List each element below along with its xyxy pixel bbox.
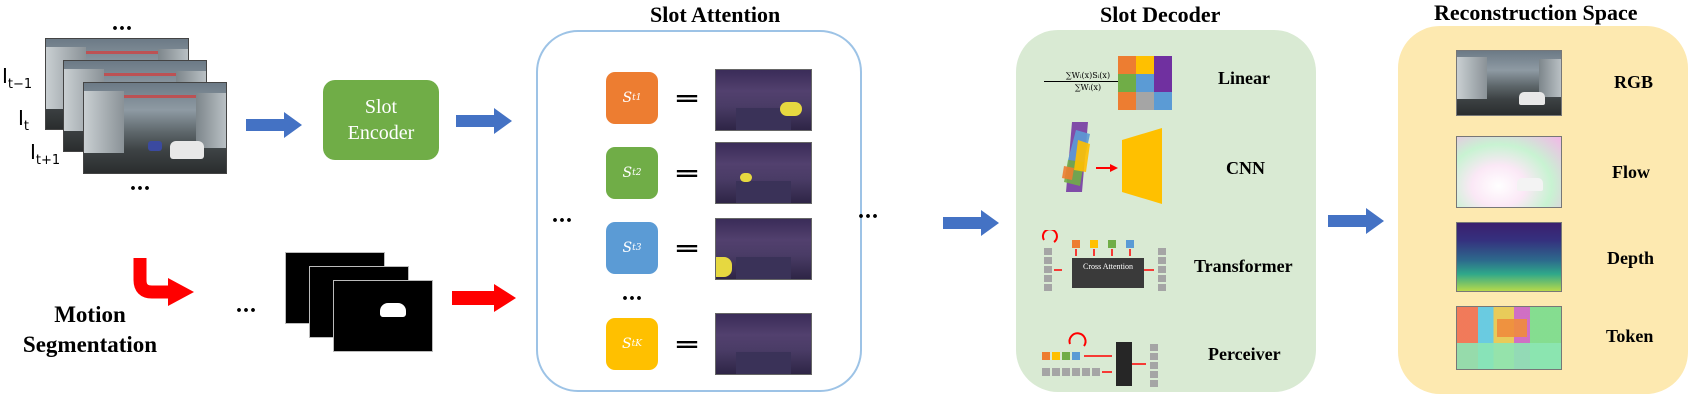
reconstruction-depth-image xyxy=(1456,222,1562,292)
arrow-to-encoder xyxy=(246,112,302,138)
frame-stack xyxy=(45,38,227,174)
reconstruction-label-token: Token xyxy=(1606,326,1654,346)
arrow-to-reconstruction xyxy=(1328,208,1384,234)
slot-1-mask xyxy=(715,69,812,131)
slot-2-eq: == xyxy=(676,161,698,185)
motion-mask-3 xyxy=(333,280,433,352)
reconstruction-label-rgb: RGB xyxy=(1614,72,1654,92)
frame-label-t-plus-1: It+1 xyxy=(30,140,61,168)
motion-segmentation-label: Motion Segmentation xyxy=(12,300,168,360)
decoder-label-transformer: Transformer xyxy=(1194,256,1293,276)
reconstruction-label-depth: Depth xyxy=(1607,248,1655,268)
slot-1-eq: == xyxy=(676,86,698,110)
frames-bottom-ellipsis: ... xyxy=(130,170,151,196)
linear-grid xyxy=(1118,56,1172,110)
reconstruction-title: Reconstruction Space xyxy=(1434,0,1638,25)
arrow-to-decoder xyxy=(943,210,999,236)
perceiver-diagram xyxy=(1042,332,1158,387)
frame-label-t-minus-1: It−1 xyxy=(2,64,33,92)
motion-label-line2: Segmentation xyxy=(22,332,158,357)
linear-formula: ∑Wᵢ(x)Sᵢ(x) ∑Wᵢ(x) xyxy=(1044,70,1132,93)
mask-ellipsis: ... xyxy=(236,292,257,318)
slot-attention-mid-ellipsis: ... xyxy=(622,280,643,306)
frame-t-plus-1 xyxy=(83,82,227,174)
decoder-label-perceiver: Perceiver xyxy=(1208,344,1281,364)
reconstruction-token-image xyxy=(1456,306,1562,370)
frames-top-ellipsis: ... xyxy=(112,10,133,36)
cross-attention-label: Cross Attention xyxy=(1082,262,1133,271)
slot-attention-title: Slot Attention xyxy=(650,2,781,27)
slot-2-mask xyxy=(715,142,812,204)
reconstruction-rgb-image xyxy=(1456,50,1562,116)
slot-decoder-title: Slot Decoder xyxy=(1100,2,1221,27)
reconstruction-flow-image xyxy=(1456,136,1562,208)
motion-mask-stack xyxy=(285,252,445,362)
arrow-mask-to-slot-attention xyxy=(452,284,516,312)
slot-k-mask xyxy=(715,313,812,375)
slot-3-mask xyxy=(715,218,812,280)
reconstruction-label-flow: Flow xyxy=(1612,162,1650,182)
slot-attention-left-ellipsis: ... xyxy=(552,202,573,228)
slot-k-eq: == xyxy=(676,332,698,356)
motion-curve-arrow xyxy=(133,258,194,306)
decoder-label-cnn: CNN xyxy=(1226,158,1265,178)
cnn-diagram xyxy=(1062,122,1162,204)
frame-label-t: It xyxy=(18,106,30,134)
transformer-diagram xyxy=(1041,230,1166,291)
slot-attention-panel xyxy=(536,30,862,392)
arrow-to-slot-attention xyxy=(456,108,512,134)
motion-label-line1: Motion xyxy=(54,302,126,327)
slot-3-eq: == xyxy=(676,236,698,260)
decoder-label-linear: Linear xyxy=(1218,68,1270,88)
slot-encoder-line2: Encoder xyxy=(347,122,415,144)
slot-encoder-box: Slot Encoder xyxy=(323,80,439,160)
slot-attention-right-ellipsis: ... xyxy=(858,198,879,224)
slot-encoder-line1: Slot xyxy=(364,96,398,118)
